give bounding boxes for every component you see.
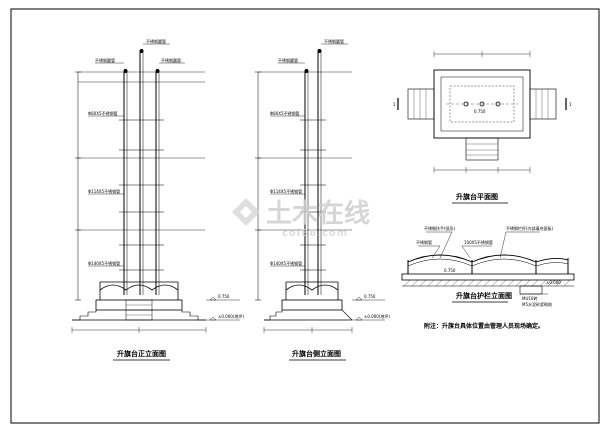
watermark: 土木在线 coi88.com [232, 198, 370, 239]
guard-note-1: 不锈钢扶手(弧形) [424, 225, 456, 231]
front-elevation-title: 升旗台正立面图 [117, 349, 166, 358]
sheet-border [10, 8, 600, 424]
plan-level: 0.750 [474, 109, 486, 114]
side-level-2: ±0.000(地坪) [364, 313, 390, 319]
watermark-logo-icon [232, 198, 260, 226]
drawing-note: 附注：升旗台具体位置由管理人员现场确定。 [424, 322, 544, 330]
guard-note-3: 不锈钢管 [416, 239, 432, 245]
front-elevation: 不锈钢圆管 不锈钢圆管 不锈钢圆管 Φ80X5不锈钢管 Φ114X5不锈钢管 Φ… [71, 38, 244, 361]
front-label-top-pipe: 不锈钢圆管 [146, 38, 166, 44]
side-label-pole-mid: Φ114X5不锈钢管 [270, 188, 302, 194]
guard-note-4: 100X5不锈钢管 [464, 239, 493, 245]
side-label-pole-upper: Φ80X5不锈钢管 [270, 110, 300, 116]
front-level-2: ±0.000(地坪) [218, 313, 244, 319]
side-label-left-pipe: 不锈钢圆管 [278, 57, 298, 63]
side-elevation-title: 升旗台侧立面图 [292, 349, 341, 358]
front-label-pole-low: Φ140X5不锈钢管 [88, 260, 120, 266]
watermark-cn: 土木在线 [266, 199, 370, 229]
guard-level: 0.750 [444, 268, 456, 273]
front-label-pole-upper: Φ80X5不锈钢管 [88, 110, 118, 116]
plan-title: 升旗台平面图 [456, 192, 498, 201]
side-label-top-pipe: 不锈钢圆管 [324, 38, 344, 44]
front-level-1: 0.750 [218, 294, 230, 299]
guardrail-title: 升旗台护栏立面图 [456, 291, 512, 300]
side-level-1: 0.750 [364, 294, 376, 299]
side-label-pole-low: Φ140X5不锈钢管 [270, 260, 302, 266]
front-label-left-pipe: 不锈钢圆管 [95, 57, 115, 63]
guard-note-2: 不锈钢栏杆(内部填充面板) [506, 225, 554, 231]
plan-section-left: 1 [393, 102, 396, 107]
front-label-right-pipe: 不锈钢圆管 [161, 57, 181, 63]
guard-base-2: M5水泥砂浆砌筑 [522, 301, 552, 307]
side-elevation: 不锈钢圆管 不锈钢圆管 Φ80X5不锈钢管 Φ114X5不锈钢管 Φ140X5不… [255, 38, 390, 361]
guard-base-1: MU10砖 [522, 295, 537, 301]
guardrail-elevation: 不锈钢扶手(弧形) 不锈钢栏杆(内部填充面板) 不锈钢管 100X5不锈钢管 0… [401, 225, 575, 307]
plan-section-right: 1 [569, 102, 572, 107]
plan-view: 1 1 0.750 升旗台平面图 [393, 51, 572, 204]
watermark-en: coi88.com [282, 228, 348, 239]
front-label-pole-mid: Φ114X5不锈钢管 [88, 188, 120, 194]
guard-level-2: ±0.000 [546, 280, 561, 285]
